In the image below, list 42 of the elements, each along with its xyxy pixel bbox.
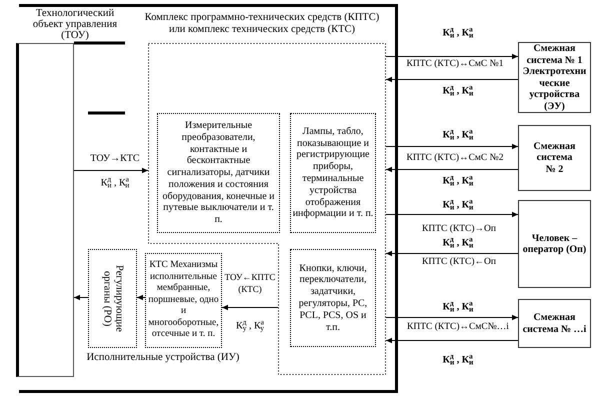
arrow xyxy=(74,168,148,174)
arrow xyxy=(386,166,518,172)
device-list-text: Кнопки, ключи, переключатели, задатчики, регуляторы, PC, PCL, PCS, OS и т.п. xyxy=(298,262,368,334)
device-list-text: Лампы, табло, показывающие и регистрирующие приборы, терминальные устройства отображения информации и т. п. xyxy=(292,126,374,220)
system-box xyxy=(518,42,591,113)
caption-text: Исполнительные устройства (ИУ) xyxy=(86,352,240,364)
system-name: Смежная система № 1 xyxy=(526,43,584,66)
device-group-box xyxy=(157,113,280,233)
arrow xyxy=(136,294,146,300)
arrow xyxy=(74,294,88,300)
arrow xyxy=(386,314,518,320)
heading-text: Комплекс программно-технических средств (КПТС) или комплекс технических средств (КТС) xyxy=(144,12,380,35)
system-name: Электротехнические устройства (ЭУ) xyxy=(522,66,588,112)
arrow xyxy=(386,76,518,82)
device-list-text: КТС Механизмы исполнительные мембранные, поршневые, одно и многооборотные, отсечные и т. п. xyxy=(147,260,220,341)
arrow xyxy=(386,144,518,150)
arrow xyxy=(386,250,518,256)
flow-label: КПТС (КТС)↔СмС №1 xyxy=(406,58,504,70)
outer-frame xyxy=(19,4,398,393)
system-box xyxy=(518,299,591,348)
arrow xyxy=(386,212,518,218)
flow-label: ТОУ←КПТС (КТС) xyxy=(224,271,276,295)
system-box xyxy=(518,200,591,288)
system-name: Смежная система № 2 xyxy=(532,140,576,176)
device-group-box xyxy=(290,113,376,233)
arrow xyxy=(386,338,518,344)
flow-label: КПТС (КТС)↔СмС №2 xyxy=(406,152,504,164)
flow-label: КПТС (КТС)→Оп xyxy=(422,223,496,235)
arrow xyxy=(386,54,518,60)
device-group-box xyxy=(145,253,222,348)
system-name: Человек – оператор (Оп) xyxy=(522,232,588,256)
system-name: Смежная система № …i xyxy=(522,312,588,335)
system-box xyxy=(518,125,591,191)
flow-label: КПТС (КТС)↔СмС№…i xyxy=(407,321,509,333)
device-group-box xyxy=(290,249,376,347)
arrow xyxy=(222,304,278,310)
device-list-text: Измерительные преобразователи, контактные и бесконтактные сигнализаторы, датчики положения и состояния оборудования, конечные и путевые выключатели и т. п. xyxy=(161,120,276,226)
flow-label: КПТС (КТС)←Оп xyxy=(422,256,496,268)
device-list-text: Регулирующие органы (РО) xyxy=(100,264,124,334)
device-group-box xyxy=(88,249,137,348)
heading-text: Технологический объект управления (ТОУ) xyxy=(32,8,118,41)
flow-label: ТОУ→КТС xyxy=(90,153,140,165)
